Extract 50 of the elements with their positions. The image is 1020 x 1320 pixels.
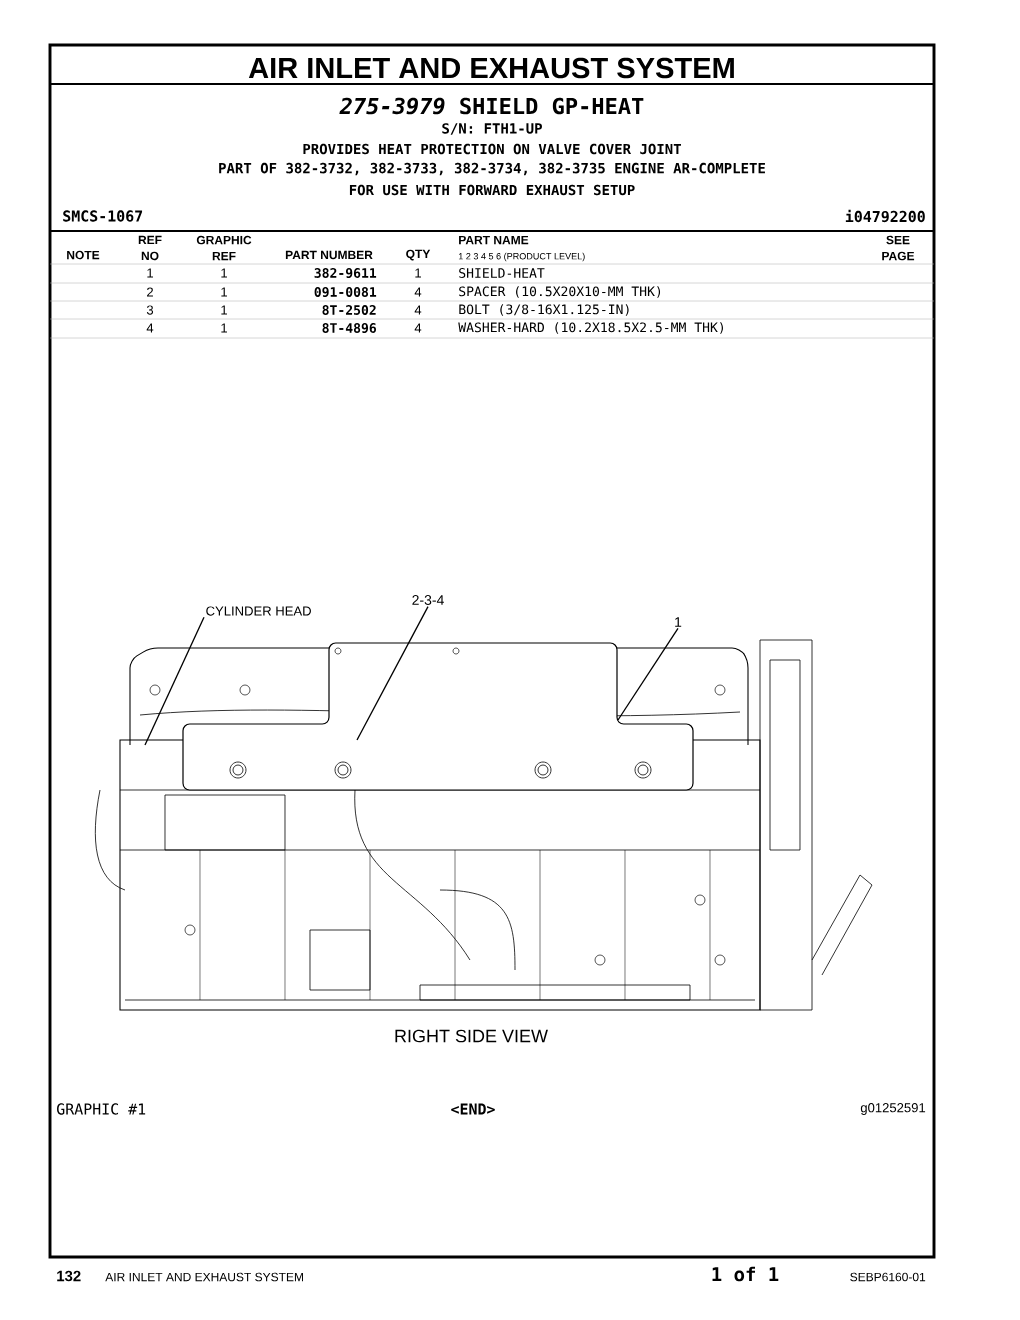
table-cell: 2	[147, 287, 153, 297]
table-cell: 4	[146, 323, 154, 333]
column-header: NOTE	[67, 250, 100, 260]
table-cell: 1	[221, 268, 227, 278]
column-header: GRAPHIC REF	[196, 235, 252, 261]
table-cell: SPACER (10.5X20X10-MM THK)	[459, 286, 661, 298]
graphic-number: GRAPHIC #1	[57, 1103, 146, 1115]
table-cell: 3	[146, 305, 154, 315]
table-cell: 4	[414, 323, 422, 333]
callout-label: 2-3-4	[412, 595, 444, 605]
table-cell: 382-9611	[314, 268, 377, 278]
description-line: PART OF 382-3732, 382-3733, 382-3734, 382-3735 ENGINE AR-COMPLETE	[219, 162, 765, 176]
column-header: PART NUMBER	[285, 250, 373, 260]
product-level-header: 1 2 3 4 5 6 (PRODUCT LEVEL)	[458, 252, 585, 262]
page-count: 1 of 1	[712, 1266, 779, 1282]
page-title: AIR INLET AND EXHAUST SYSTEM	[248, 57, 734, 79]
callout-label: 1	[675, 617, 682, 627]
column-header: QTY	[406, 249, 431, 261]
table-cell: BOLT (3/8-16X1.125-IN)	[459, 304, 629, 316]
table-cell: 1	[221, 287, 227, 297]
leader-line	[356, 605, 429, 741]
callout-label: CYLINDER HEAD	[206, 606, 311, 616]
table-cell: WASHER-HARD (10.2X18.5X2.5-MM THK)	[458, 322, 723, 334]
table-cell: 4	[414, 305, 422, 315]
table-cell: 8T-2502	[322, 305, 376, 315]
table-cell: 1	[221, 305, 227, 315]
description-line: PROVIDES HEAT PROTECTION ON VALVE COVER JOINT	[303, 143, 681, 155]
column-header: REF NO	[138, 235, 162, 261]
document-number: SEBP6160-01	[850, 1272, 926, 1282]
table-cell: 091-0081	[314, 287, 377, 297]
column-header: SEE PAGE	[882, 235, 915, 261]
smcs-code: SMCS-1067	[63, 210, 143, 222]
page-number: 132	[57, 1270, 81, 1282]
table-cell: 1	[147, 268, 153, 278]
serial-number: S/N: FTH1-UP	[442, 123, 542, 135]
table-cell: 1	[415, 268, 421, 278]
column-header: PART NAME	[459, 235, 529, 245]
table-cell: 4	[414, 287, 422, 297]
document-id: i04792200	[845, 209, 925, 223]
part-heading: 275-3979 SHIELD GP-HEAT	[339, 97, 644, 115]
description-line: FOR USE WITH FORWARD EXHAUST SETUP	[349, 184, 635, 196]
table-cell: 8T-4896	[322, 323, 376, 333]
graphic-id: g01252591	[860, 1103, 926, 1115]
leader-line	[617, 627, 679, 721]
table-cell: SHIELD-HEAT	[459, 268, 545, 278]
view-caption: RIGHT SIDE VIEW	[395, 1029, 548, 1043]
end-marker: <END>	[451, 1103, 495, 1115]
section-name: AIR INLET AND EXHAUST SYSTEM	[105, 1272, 303, 1282]
table-cell: 1	[221, 323, 227, 333]
leader-line	[144, 616, 205, 746]
